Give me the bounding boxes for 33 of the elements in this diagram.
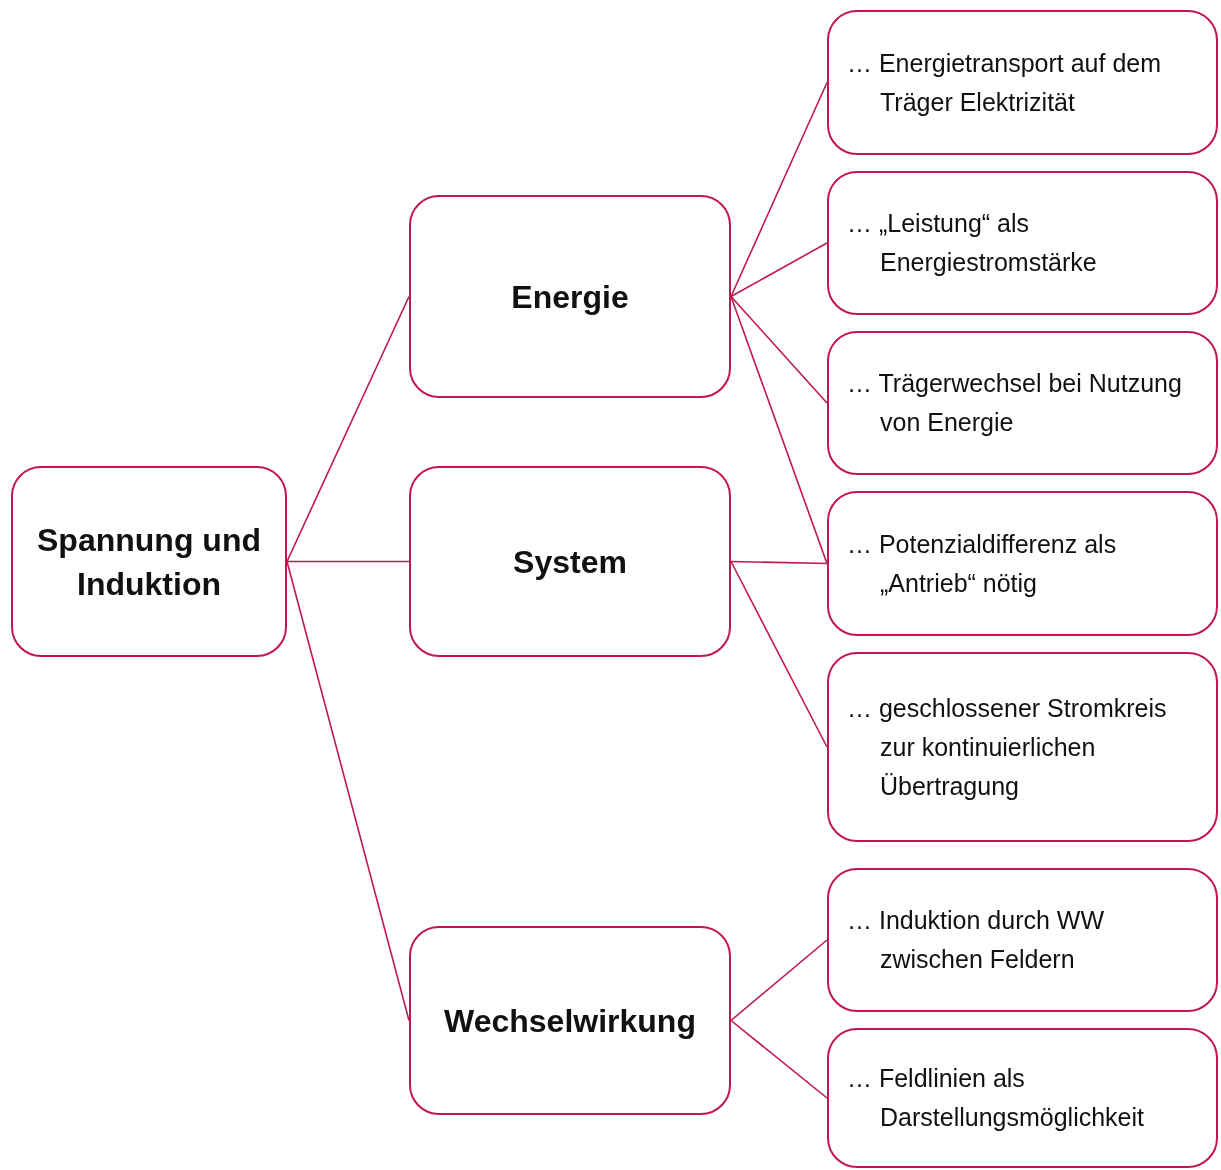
topic-title: Energie [511, 277, 629, 317]
detail-box [827, 491, 1218, 636]
connector-line [730, 939, 828, 1022]
detail-box [827, 1028, 1218, 1168]
detail-box [827, 10, 1218, 155]
detail-box [827, 868, 1218, 1012]
topic-box [409, 195, 731, 398]
detail-box [827, 331, 1218, 475]
connector-line [730, 560, 828, 565]
detail-text: … Induktion durch WW zwischen Feldern [847, 905, 1106, 975]
topic-box [409, 466, 731, 657]
connector-line [730, 81, 828, 298]
connector-line [286, 295, 410, 563]
topic-title: Spannung und Induktion [36, 520, 262, 604]
connector-line [286, 560, 410, 563]
connector-line [730, 295, 828, 565]
connector-line [730, 560, 828, 748]
connector-line [730, 242, 828, 298]
topic-title: Wechselwirkung [444, 1001, 696, 1041]
topic-box [409, 926, 731, 1115]
connector-line [730, 1019, 828, 1099]
detail-text: … Energietransport auf dem Träger Elektrizität [847, 47, 1163, 118]
detail-box [827, 652, 1218, 842]
connector-line [286, 560, 410, 1022]
detail-text: … Feldlinien als Darstellungsmöglichkeit [847, 1063, 1145, 1133]
detail-box [827, 171, 1218, 315]
connector-line [730, 295, 828, 404]
detail-text: … Trägerwechsel bei Nutzung von Energie [847, 368, 1183, 438]
detail-text: … Potenzialdifferenz als „Antrieb“ nötig [847, 528, 1118, 599]
topic-box [11, 466, 287, 657]
topic-title: System [513, 542, 627, 582]
detail-text: … „Leistung“ als Energiestromstärke [847, 208, 1098, 278]
detail-text: … geschlossener Stromkreis zur kontinuierlichen Übertragung [847, 692, 1168, 802]
